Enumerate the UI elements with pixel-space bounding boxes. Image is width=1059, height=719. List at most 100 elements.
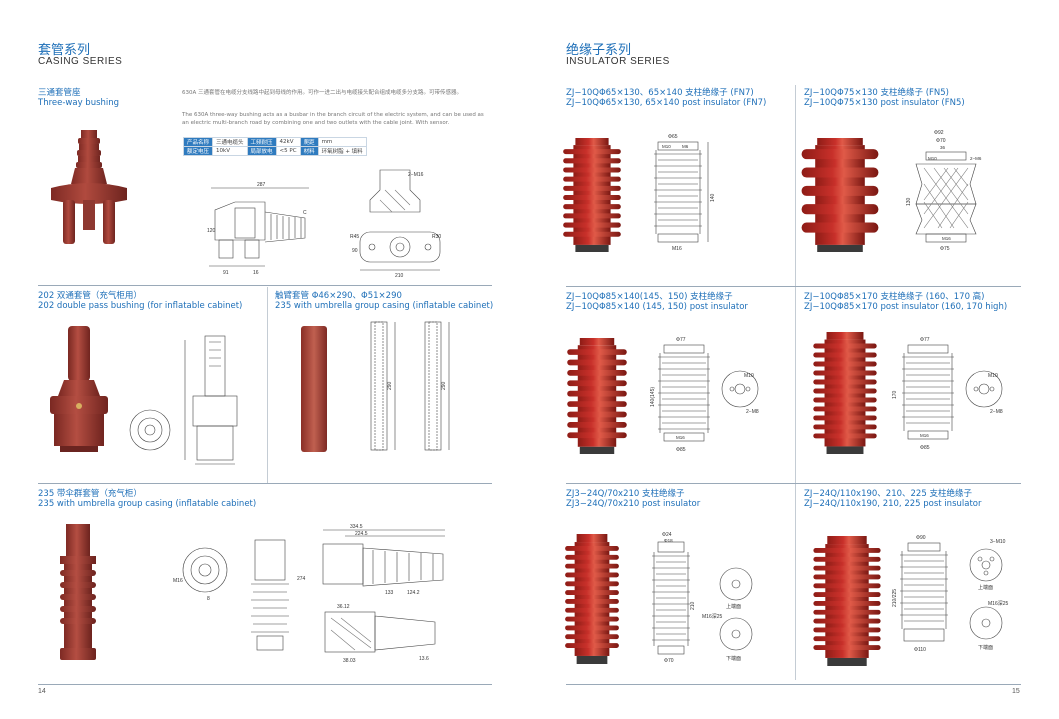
dim-label: M16 [920,433,929,438]
insulator-rib [813,574,881,580]
umbrella-235-photo [60,524,96,660]
insulator-rib [813,548,881,553]
insulator-rib [563,185,621,191]
insulator-cap [827,536,867,545]
dim-label: 下端面 [726,655,741,662]
insulator-rib [563,158,621,164]
insulator-rib [813,379,877,385]
insulator-rib [813,556,881,562]
insulator-rib [563,149,621,155]
three-way-title-cn: 三通套管座 [38,88,81,98]
insulator-rib [565,625,619,631]
dim-label: 2−M16 [408,172,424,178]
insulator-drawing: Φ24 Φ18 210 M16深25 Φ70 上端面 下端面 [652,532,753,664]
insulator-rib [567,370,627,376]
umbrella-235-title-en: 235 with umbrella group casing (inflatab… [38,499,257,509]
divider-line [38,483,492,484]
insulator-base [575,244,609,252]
insulator-cap [817,138,863,146]
insulator-rib [813,415,877,421]
spec-value: 42kV [275,137,301,147]
insulator-rib [813,388,877,394]
insulator-rib [565,590,619,596]
umbrella-casing-title-cn: 触臂套管 Φ46×290、Φ51×290 [275,291,402,301]
dim-label: 36 [940,145,946,150]
insulator-base [817,244,863,252]
dim-label: Φ85 [920,445,930,451]
insulator-rib [565,581,619,587]
insulator-rib [813,370,877,376]
insulator-title-cn: ZJ3−24Q/70x210 支柱绝缘子 [566,489,685,499]
dim-label: 210/225 [892,589,898,607]
insulator-title-en: ZJ−10QΦ65×130, 65×140 post insulator (FN… [566,98,767,108]
insulator-title-en: ZJ−10QΦ85×140 (145, 150) post insulator [566,302,748,312]
divider-line [38,285,492,286]
divider-line [38,684,492,685]
insulator-title-en: ZJ−10QΦ85×170 post insulator (160, 170 h… [804,302,1008,312]
spec-table: 产品名称 三通电缆头 工频耐压 42kV 爬距 mm 额定电压 10kV 局部放… [182,137,367,156]
dim-label: M10 [744,373,754,379]
insulator-rib [567,411,627,418]
insulator-rib [567,359,627,366]
insulator-rib [813,565,881,571]
insulator-rib [813,397,877,403]
insulator-rib [563,222,621,228]
spec-key: 产品名称 [182,137,214,147]
umbrella-casing-drawing: 290 290 [370,321,450,451]
dim-label: 210 [690,601,696,610]
insulator-photo [567,338,627,454]
dim-label: 290 [441,381,447,390]
vertical-divider [267,287,268,483]
dim-label: Φ85 [676,447,686,453]
page-number-right: 15 [1012,688,1020,695]
spec-value: mm [317,137,367,147]
dim-label: 130 [906,197,912,206]
insulator-cap [575,138,609,146]
spec-value: 三通电缆头 [212,137,248,147]
insulator-rib [563,176,621,182]
spec-value: 10kV [212,146,248,156]
insulator-photo [813,536,881,666]
umbrella-235-drawing: 334.5 224.5 274 124.2 133 36.12 38.03 13… [173,524,445,664]
insulator-rib [567,432,627,439]
spec-row: 额定电压 10kV 局部放电 <5 PC 材料 环氧树脂 + 填料 [182,146,367,156]
dim-label: 290 [387,381,393,390]
dim-label: Φ110 [914,647,926,653]
insulator-rib [565,634,619,640]
insulator-rib [567,401,627,407]
insulator-rib [567,390,627,397]
dim-label: M16 [672,246,682,252]
dim-label: Φ77 [676,337,686,343]
dim-label: Φ65 [668,134,678,140]
dim-label: 16 [253,270,259,276]
insulator-rib [563,204,621,210]
insulator-title-cn: ZJ−10QΦ65×130、65×140 支柱绝缘子 (FN7) [566,88,754,98]
umbrella-casing-title-en: 235 with umbrella group casing (inflatab… [275,301,494,311]
insulator-rib [813,645,881,650]
dim-label: M16深25 [702,613,723,620]
dim-label: M10 [928,156,937,161]
dim-label: M10 [662,144,671,149]
spec-value: <5 PC [275,146,301,156]
insulator-rib [813,601,881,606]
dim-label: Φ24 [662,532,672,538]
insulator-rib [813,343,877,349]
insulator-rib [813,636,881,642]
three-way-top-drawing: 2−M16 R45 R30 210 90 [350,169,441,279]
dim-label: 170 [892,390,898,399]
dim-label: 3−M10 [990,539,1006,545]
dim-label: 下端面 [978,644,993,651]
insulator-rib [813,627,881,633]
dim-label: 上端面 [726,603,741,610]
dim-label: 140(145) [650,387,656,407]
dim-label: Φ70 [664,658,674,664]
insulator-cap [576,534,608,543]
umbrella-235-title-cn: 235 带伞群套管（充气柜） [38,489,142,499]
insulator-rib [801,167,879,178]
insulator-drawing: Φ77 140(145) M10 2−M8 M16 Φ85 [650,337,759,453]
insulator-rib [813,583,881,589]
page-number-left: 14 [38,688,46,695]
left-section-title-en: CASING SERIES [38,56,123,67]
insulator-rib [567,422,627,428]
umbrella-casing-photo [301,326,327,452]
